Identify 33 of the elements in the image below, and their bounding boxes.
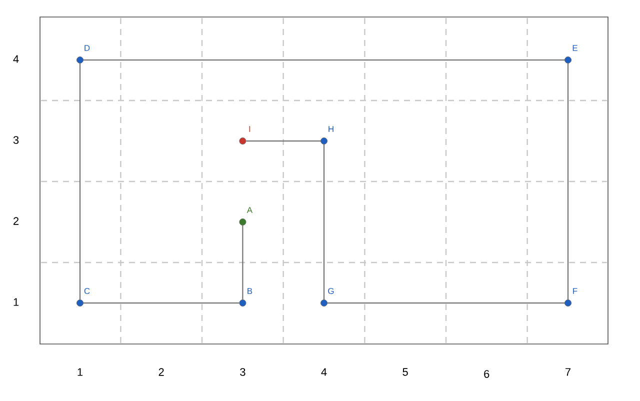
point-label: B — [248, 288, 252, 294]
point — [76, 56, 84, 64]
axis-tick-label: 4 — [321, 368, 327, 376]
point — [239, 218, 246, 226]
point — [239, 300, 246, 306]
axis-tick-label: 2 — [158, 368, 164, 376]
line-segment — [327, 302, 565, 304]
axis-tick-label: 2 — [14, 217, 19, 225]
axis-tick-label: 6 — [484, 370, 490, 378]
point-label: I — [249, 126, 250, 132]
point — [239, 138, 246, 144]
axis-tick-label: 3 — [240, 368, 246, 376]
point-label: H — [328, 126, 334, 132]
point-label: C — [84, 288, 90, 294]
point-label: E — [572, 45, 578, 51]
point — [564, 300, 572, 306]
line-segment — [242, 225, 244, 300]
axis-tick-label: 1 — [78, 368, 83, 376]
axis-tick-label: 1 — [14, 298, 19, 306]
point — [320, 300, 328, 306]
axis-tick-label: 5 — [402, 368, 408, 376]
point-label: G — [328, 288, 334, 294]
point — [564, 56, 572, 64]
point — [76, 300, 84, 306]
axis-tick-label: 4 — [13, 55, 19, 63]
axis-tick-label: 7 — [566, 368, 570, 376]
point-label: A — [246, 207, 253, 213]
line-segment — [83, 302, 240, 304]
point-label: D — [84, 45, 90, 51]
line-segment — [246, 140, 321, 142]
point — [320, 138, 328, 144]
axis-tick-label: 3 — [13, 136, 19, 144]
point-label: F — [573, 288, 578, 294]
